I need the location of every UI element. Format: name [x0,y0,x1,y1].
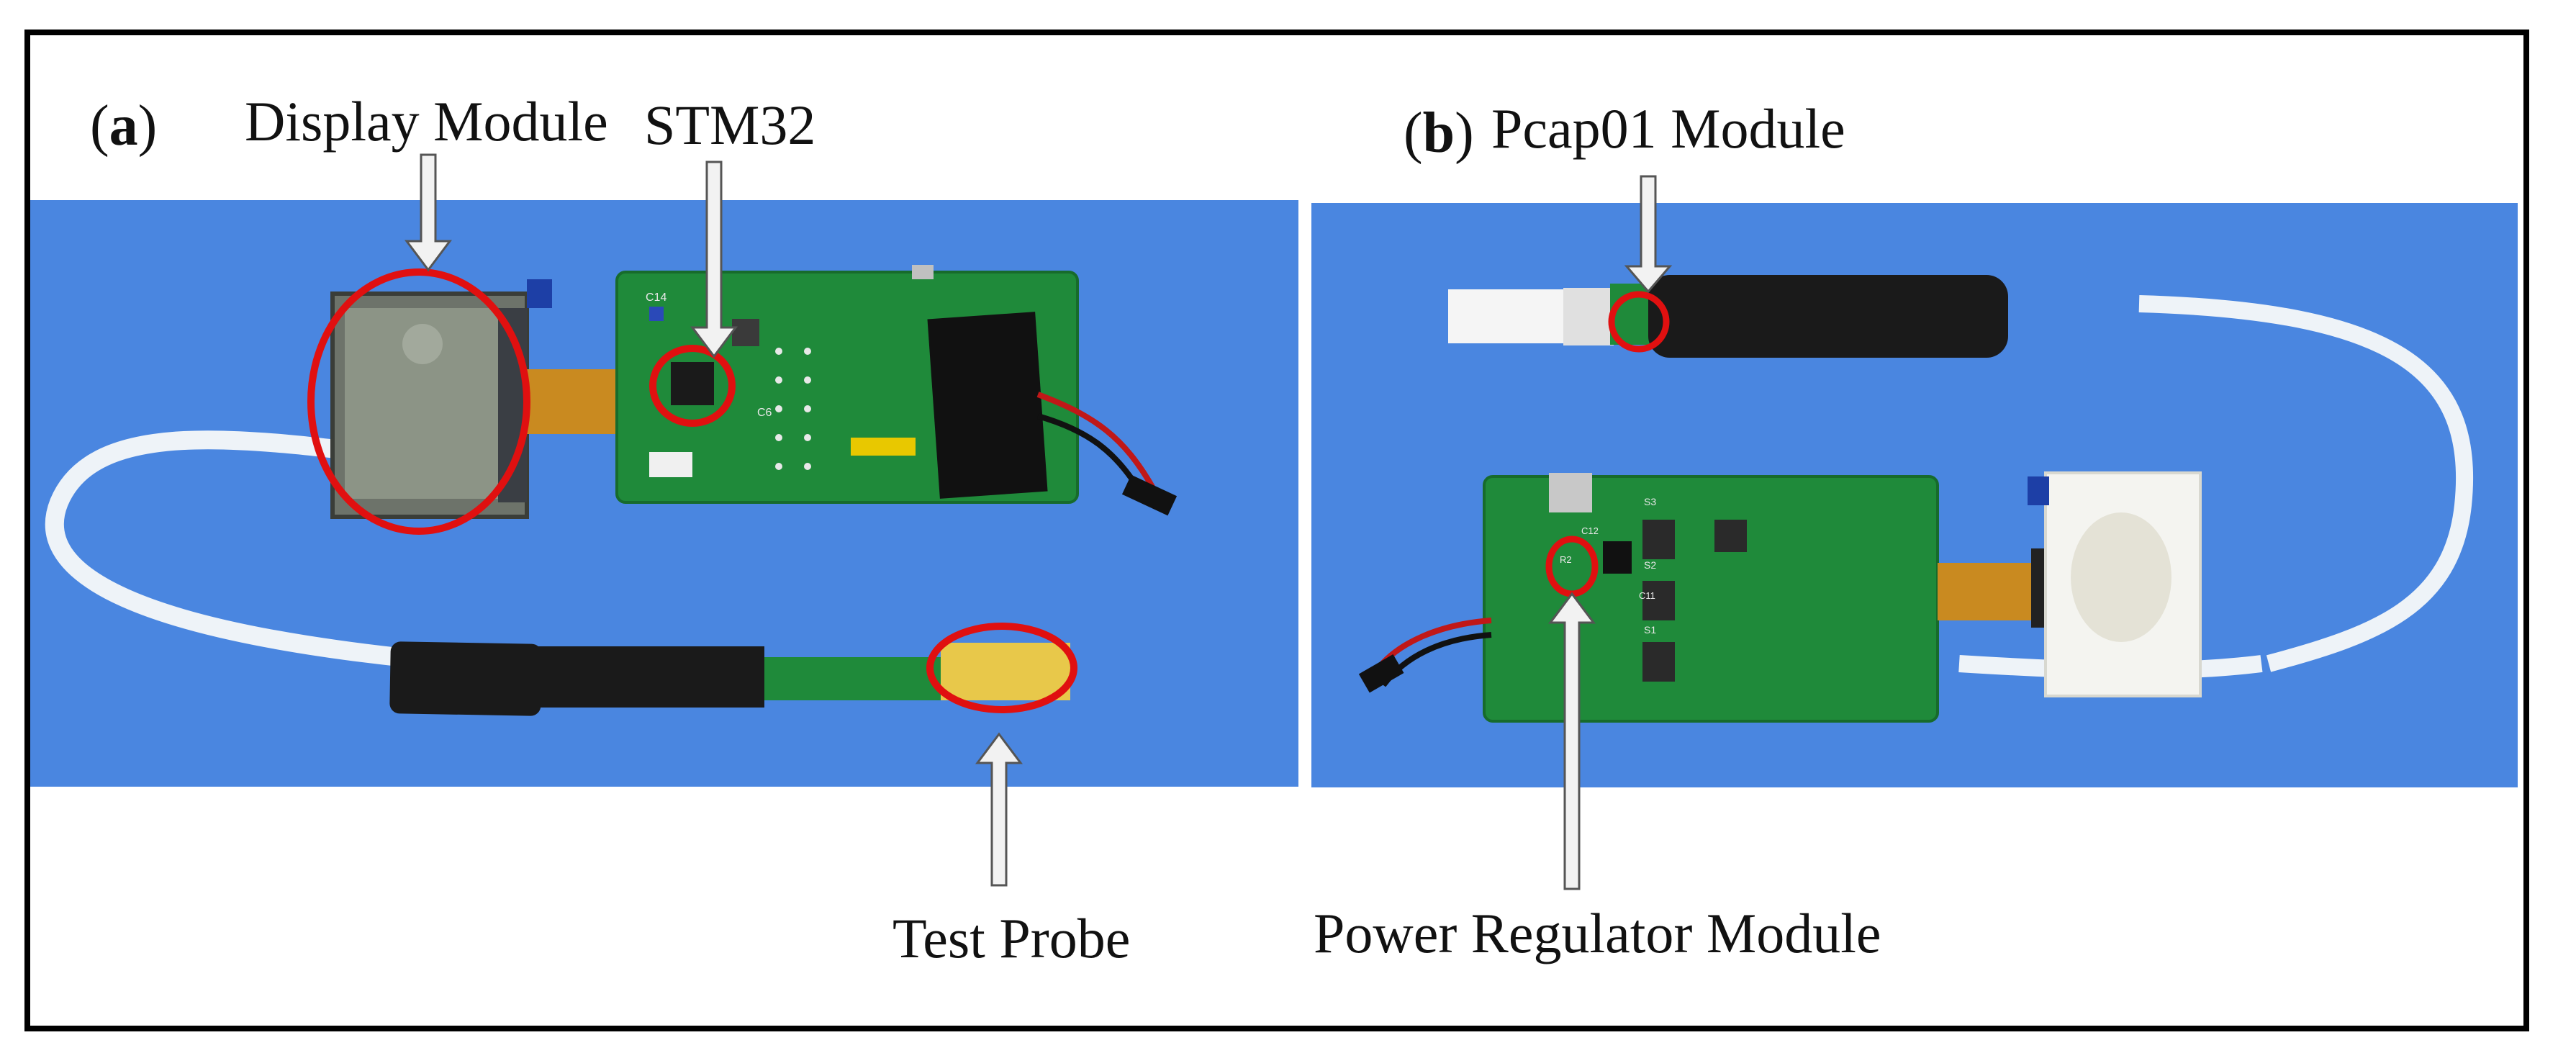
display-module-arrow [405,153,452,272]
panel-a-label: (a) [90,94,158,158]
power-regulator-module-label: Power Regulator Module [1314,902,1881,964]
svg-text:S3: S3 [1644,496,1656,507]
pcap01-sensor [1448,275,2008,358]
pcap01-module-label: Pcap01 Module [1491,97,1845,160]
display-module [330,279,620,519]
usb-connector [1549,473,1592,512]
display-module-label: Display Module [245,90,608,153]
svg-text:C12: C12 [1581,525,1599,536]
ribbon-cable [2138,295,2474,672]
ribbon-cable [45,430,435,670]
test-probe [389,641,1070,716]
display-module-highlight [307,268,530,535]
panel-a-photo: C14 C6 [30,200,1298,787]
test-probe-label: Test Probe [892,907,1131,970]
test-probe-arrow [975,732,1023,887]
panel-b-label: (b) [1404,101,1474,165]
red-wire [1036,392,1156,489]
pcap01-arrow [1624,175,1673,294]
svg-text:S2: S2 [1644,559,1656,571]
svg-text:R2: R2 [1560,554,1572,565]
svg-text:C6: C6 [757,407,772,419]
test-probe-highlight [926,623,1077,713]
svg-text:C14: C14 [646,292,666,304]
svg-text:C11: C11 [1639,590,1655,601]
stm32-label: STM32 [644,94,816,156]
svg-text:S1: S1 [1644,624,1656,636]
stm32-arrow [690,161,738,358]
power-regulator-arrow [1548,592,1596,890]
panel-b-photo: S3 S2 S1 C12 R2 C11 [1311,203,2518,787]
battery-tape [927,312,1048,499]
stm32-highlight [649,345,736,427]
pcap01-highlight [1608,291,1670,353]
display-panel [1938,471,2202,697]
pcap01-board: S3 S2 S1 C12 R2 C11 [1483,473,1939,723]
